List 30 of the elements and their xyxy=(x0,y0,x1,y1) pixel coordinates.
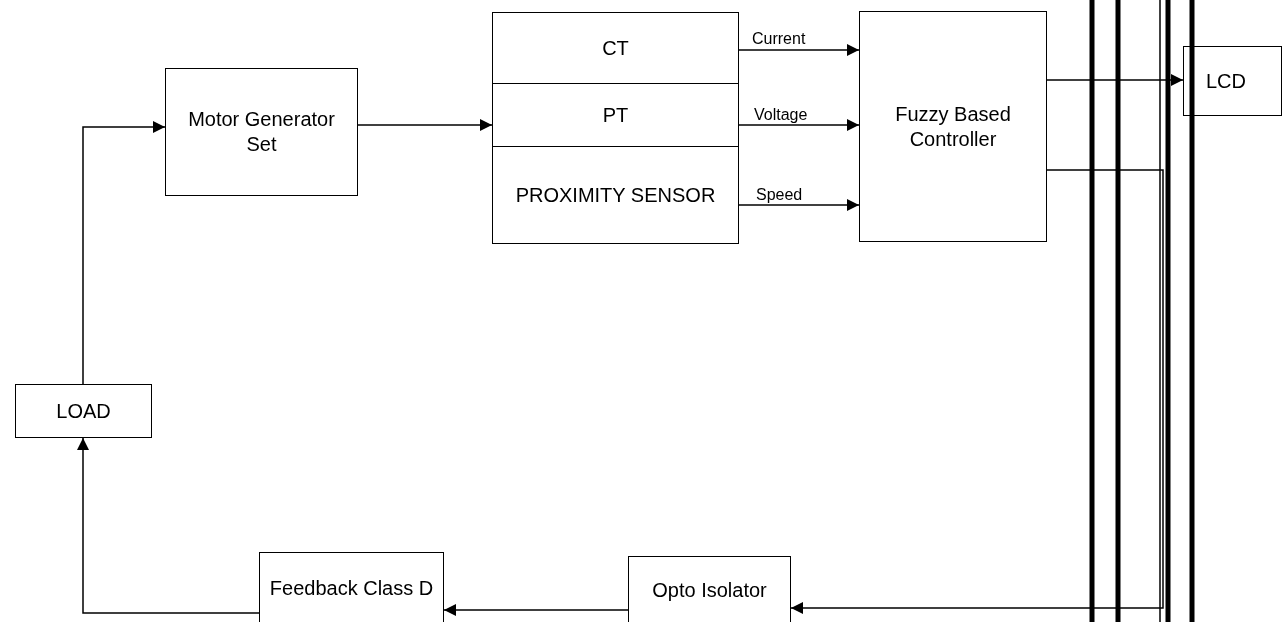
block-box xyxy=(492,12,739,84)
block-box xyxy=(492,83,739,147)
arrow xyxy=(1046,74,1184,86)
block-box xyxy=(259,552,444,622)
edge-label: Voltage xyxy=(754,106,808,124)
block-label: PT xyxy=(602,102,629,128)
block-box xyxy=(1183,46,1282,116)
block-box xyxy=(15,384,152,438)
edge-label: Speed xyxy=(756,186,803,204)
block-label: Feedback Class D xyxy=(269,575,434,601)
arrow xyxy=(790,169,1164,614)
arrow xyxy=(738,44,860,56)
block-box xyxy=(165,68,358,196)
arrow xyxy=(82,121,166,385)
block-label: PROXIMITY SENSOR xyxy=(515,182,716,208)
block-label: LOAD xyxy=(56,398,111,424)
arrow xyxy=(357,119,493,131)
block-box xyxy=(859,11,1047,242)
block-label: LCD xyxy=(1206,68,1246,94)
edge-label: Current xyxy=(752,30,806,48)
arrow xyxy=(738,199,860,211)
block-label: Motor Generator Set xyxy=(187,107,336,157)
block-box xyxy=(492,146,739,244)
block-label: Opto Isolator xyxy=(652,577,767,603)
arrow xyxy=(738,119,860,131)
block-label: CT xyxy=(602,35,629,61)
arrow xyxy=(443,604,629,616)
arrow xyxy=(77,437,260,614)
block-label: Fuzzy Based Controller xyxy=(894,101,1012,152)
block-box xyxy=(628,556,791,622)
